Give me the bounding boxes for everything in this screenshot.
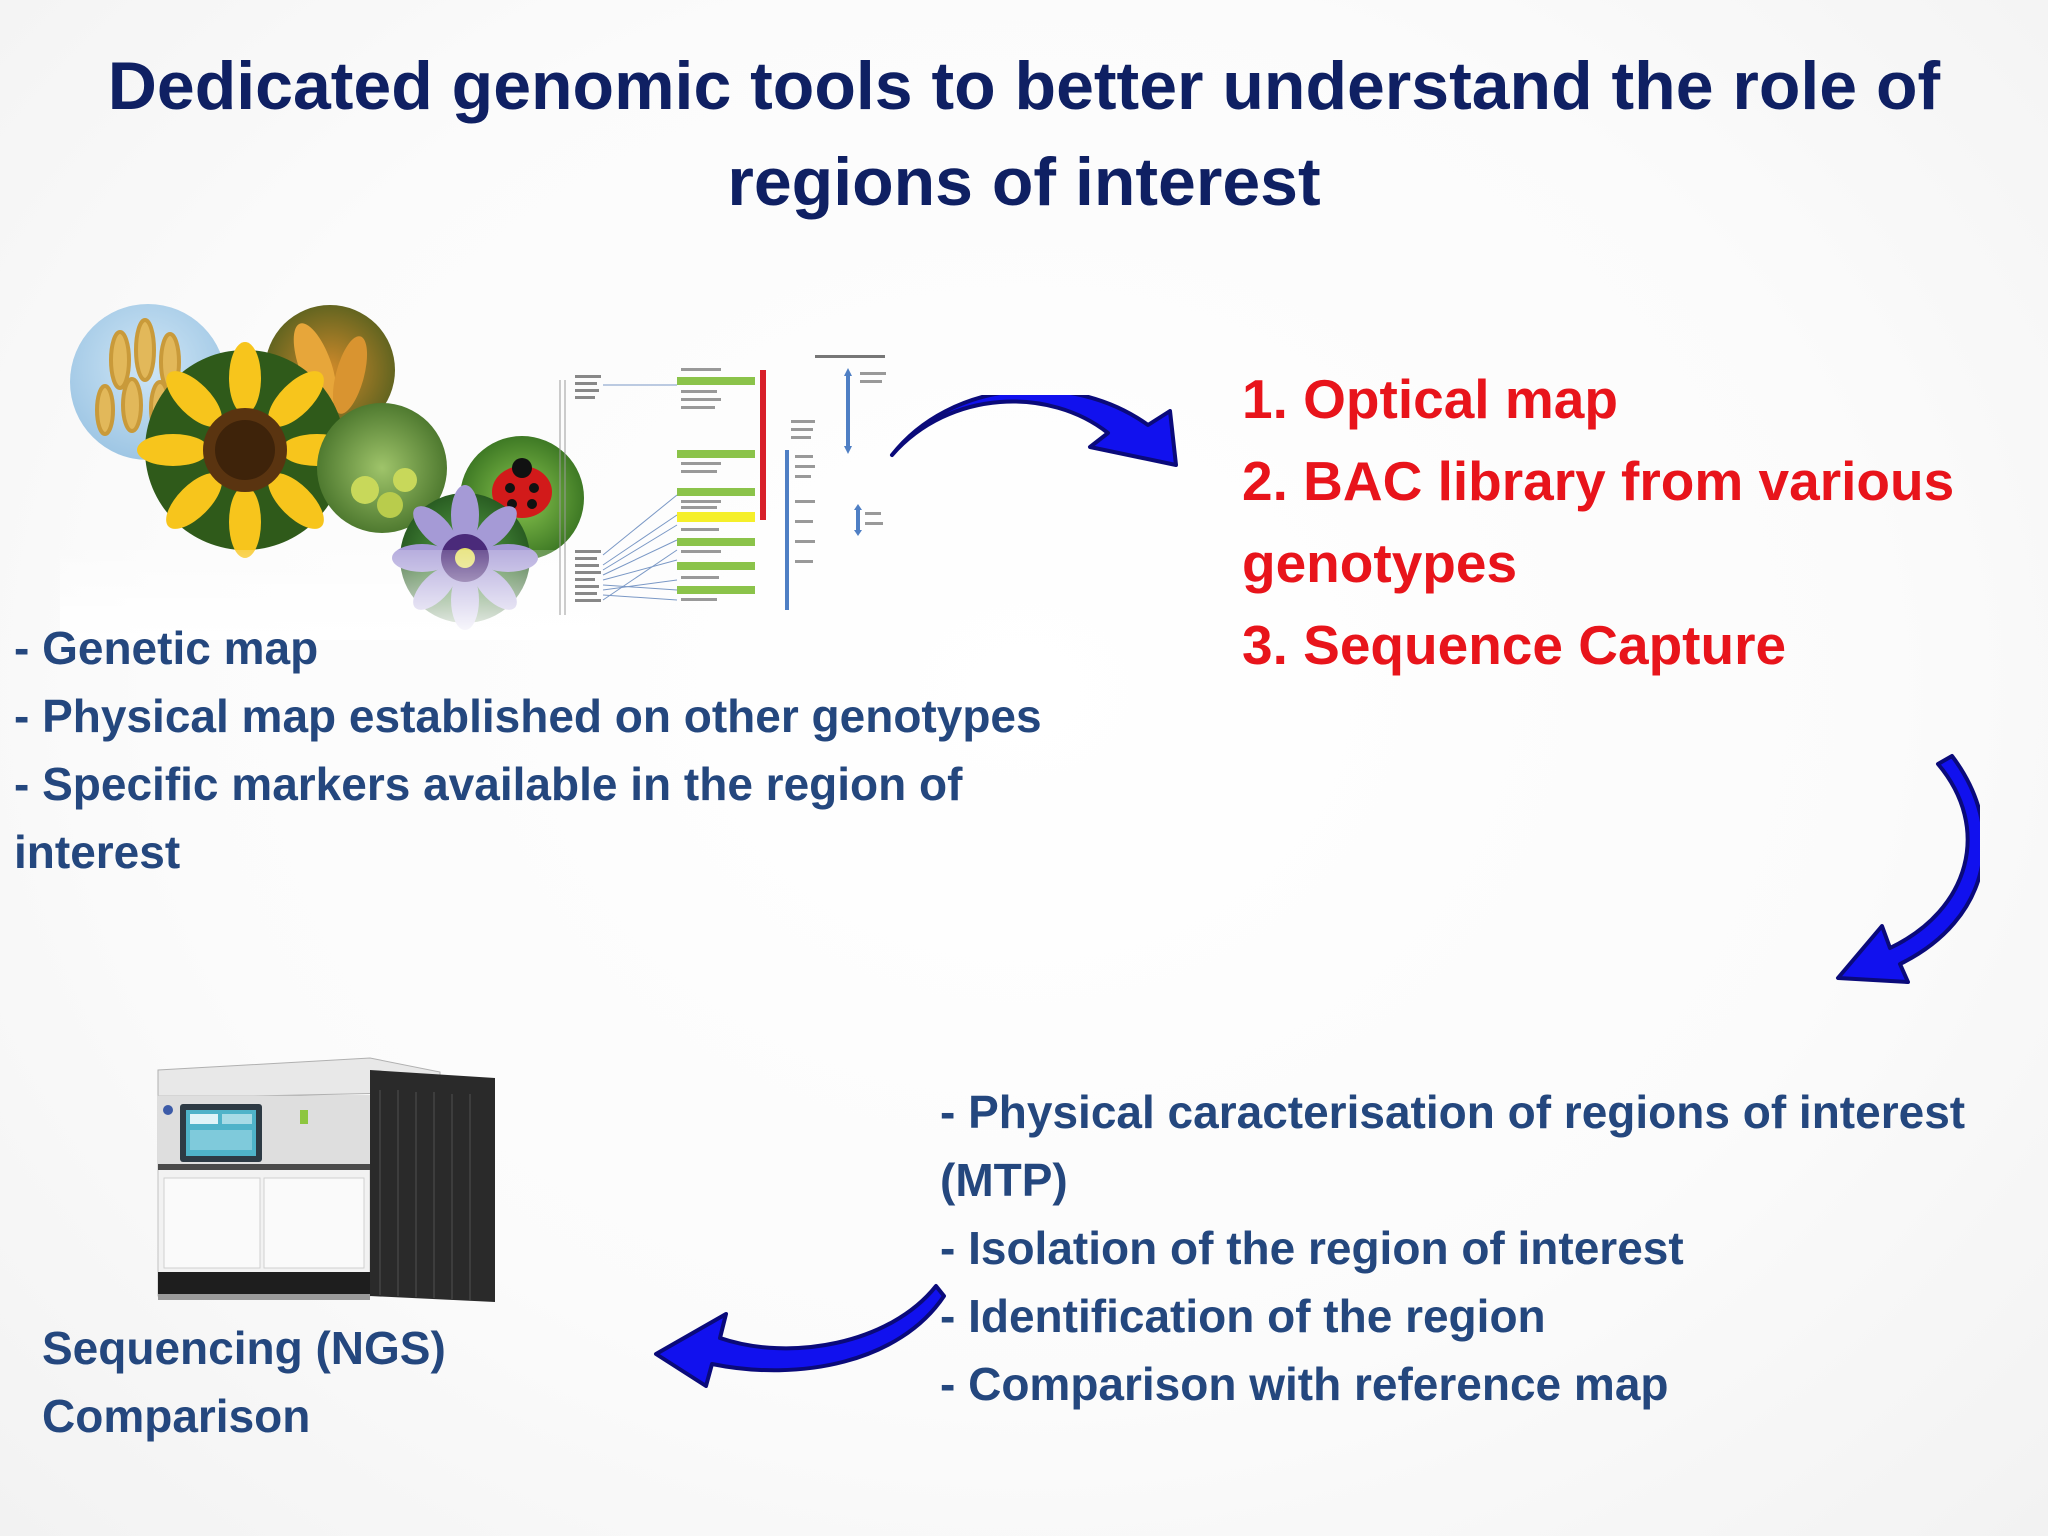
arrow-to-tools <box>890 395 1178 467</box>
char-item-identification: - Identification of the region <box>940 1290 1546 1342</box>
leaf-photo <box>317 403 447 533</box>
tool-item-bac-library: 2. BAC library from various <box>1242 450 1955 512</box>
existing-resources-list: - Genetic map - Physical map established… <box>14 614 1042 886</box>
arrow-to-sequencing <box>654 1284 946 1388</box>
char-item-isolation: - Isolation of the region of interest <box>940 1222 1684 1274</box>
sequencing-label-line-1: Sequencing (NGS) <box>42 1322 446 1374</box>
arrow-down-curve <box>1836 754 1980 984</box>
tool-item-optical-map: 1. Optical map <box>1242 368 1618 430</box>
characterisation-list: - Physical caracterisation of regions of… <box>940 1078 1965 1418</box>
resource-item-genetic-map: - Genetic map <box>14 622 319 674</box>
char-item-physical: - Physical caracterisation of regions of… <box>940 1086 1966 1138</box>
tools-list: 1. Optical map 2. BAC library from vario… <box>1242 358 1954 686</box>
resource-item-markers: - Specific markers available in the regi… <box>14 758 963 810</box>
sequencing-label: Sequencing (NGS) Comparison <box>42 1314 446 1450</box>
resource-item-physical-map: - Physical map established on other geno… <box>14 690 1042 742</box>
slide-title-line-2: regions of interest <box>727 144 1321 220</box>
tool-item-bac-library-cont: genotypes <box>1242 532 1518 594</box>
sunflower-photo <box>137 342 353 558</box>
char-item-mtp: (MTP) <box>940 1154 1068 1206</box>
species-collage-image <box>60 304 600 640</box>
slide-title-line-1: Dedicated genomic tools to better unders… <box>107 48 1941 124</box>
resource-item-markers-cont: interest <box>14 826 181 878</box>
genetic-map-figure <box>559 355 886 615</box>
tool-item-sequence-capture: 3. Sequence Capture <box>1242 614 1787 676</box>
sequencer-machine-image <box>157 1057 495 1302</box>
char-item-comparison: - Comparison with reference map <box>940 1358 1669 1410</box>
sequencing-label-line-2: Comparison <box>42 1390 311 1442</box>
slide-title: Dedicated genomic tools to better unders… <box>40 38 2008 230</box>
